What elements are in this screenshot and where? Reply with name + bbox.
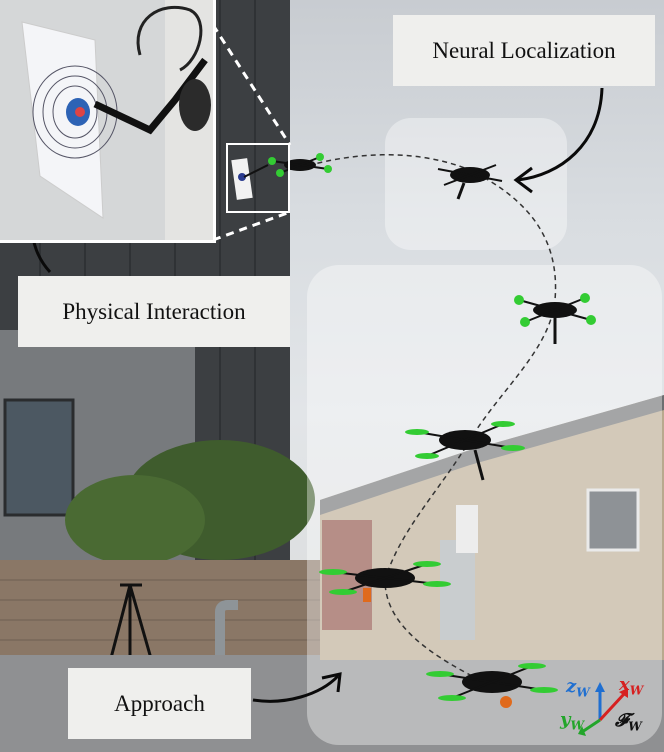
interaction-zoom-frame (226, 143, 290, 213)
brick-house (320, 395, 664, 660)
zoom-connector-top (211, 24, 292, 146)
interaction-inset (0, 0, 216, 243)
world-frame-label: 𝓕W (615, 710, 642, 734)
utility-box (456, 505, 478, 553)
brick-wall (0, 560, 320, 660)
drone-1 (268, 153, 332, 177)
tether-cable (136, 5, 203, 72)
localization-highlight-panel (385, 118, 567, 250)
neural-localization-label: Neural Localization (393, 15, 655, 86)
warehouse-window (3, 398, 75, 517)
house-window (586, 488, 640, 552)
drone-3 (514, 293, 596, 344)
arrow-approach (252, 672, 342, 703)
drain-pipe (215, 600, 238, 660)
world-frame-axes (578, 682, 628, 736)
approach-highlight-panel (307, 265, 662, 745)
drone-body-closeup (179, 79, 211, 131)
drone-6 (426, 663, 558, 708)
trajectory-path (299, 154, 557, 681)
y-axis-label: yW (560, 709, 584, 733)
arrow-neural-localization (513, 87, 604, 194)
house-roof-edge (320, 395, 664, 515)
inset-illustration (0, 0, 213, 240)
approach-label: Approach (68, 668, 251, 739)
drone-2 (437, 164, 503, 200)
drone-4 (405, 421, 525, 481)
x-axis-label: xW (619, 674, 644, 698)
target-thumbnail (231, 158, 269, 200)
gas-cylinders (440, 540, 475, 640)
bush (65, 475, 205, 565)
z-axis-label: zW (566, 676, 590, 700)
physical-interaction-label: Physical Interaction (18, 276, 290, 347)
brick-lines (0, 579, 320, 641)
drone-arm-closeup (93, 57, 208, 135)
target-center (75, 107, 85, 117)
drone-5 (319, 561, 451, 602)
zoom-connector-bottom (212, 210, 291, 242)
tripod (108, 583, 154, 663)
